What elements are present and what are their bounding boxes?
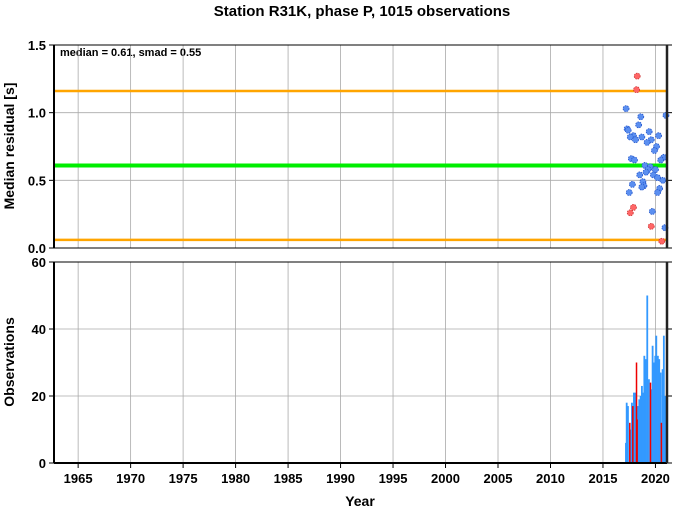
x-tick-label: 1975 bbox=[169, 471, 198, 486]
outlier-months-bar bbox=[632, 406, 634, 463]
observations-bar bbox=[641, 385, 643, 463]
observations-bar bbox=[652, 362, 655, 463]
inlier-point bbox=[645, 128, 653, 136]
chart-title: Station R31K, phase P, 1015 observations bbox=[214, 3, 511, 20]
x-tick-label: 2015 bbox=[589, 471, 618, 486]
outlier-point bbox=[633, 86, 640, 94]
outlier-months-bar bbox=[636, 419, 638, 463]
x-tick-label: 2010 bbox=[536, 471, 565, 486]
observations-bar bbox=[642, 392, 645, 463]
x-tick-label: 1980 bbox=[221, 471, 250, 486]
observations-bar bbox=[634, 392, 637, 463]
bottom-y-axis-label: Observations bbox=[1, 317, 17, 407]
outlier-point bbox=[647, 222, 655, 230]
observations-bar bbox=[644, 359, 647, 463]
inlier-point bbox=[655, 132, 663, 140]
observations-bar bbox=[629, 429, 632, 463]
top-y-axis-label: Median residual [s] bbox=[1, 83, 17, 210]
observations-bar bbox=[633, 392, 635, 463]
outlier-point bbox=[630, 203, 637, 211]
inlier-point bbox=[624, 126, 632, 134]
observations-bar bbox=[625, 402, 628, 463]
inlier-point bbox=[642, 168, 650, 176]
inlier-point bbox=[631, 156, 638, 164]
outlier-months-bar bbox=[649, 382, 652, 463]
y-tick-label: 1.0 bbox=[28, 106, 46, 121]
outlier-months-bar bbox=[629, 422, 631, 463]
inlier-point bbox=[637, 113, 645, 121]
inlier-point bbox=[659, 176, 667, 184]
observations-bar bbox=[639, 396, 642, 463]
inlier-point bbox=[625, 189, 633, 196]
observations-bar bbox=[655, 335, 658, 463]
inlier-point bbox=[654, 174, 661, 182]
x-tick-label: 2005 bbox=[484, 471, 513, 486]
inlier-point bbox=[652, 166, 659, 173]
observations-bar bbox=[654, 355, 657, 463]
outlier-point bbox=[626, 209, 634, 217]
observations-bar bbox=[648, 379, 650, 463]
x-axis-label: Year bbox=[345, 493, 375, 509]
inlier-point bbox=[654, 189, 661, 196]
y-tick-label: 0 bbox=[39, 456, 46, 471]
inlier-point bbox=[657, 156, 665, 164]
observations-bar bbox=[659, 372, 662, 463]
y-tick-label: 20 bbox=[32, 389, 46, 404]
y-tick-label: 1.5 bbox=[28, 38, 46, 53]
observations-bar bbox=[650, 389, 653, 463]
inlier-point bbox=[622, 105, 630, 113]
observations-bar bbox=[627, 406, 629, 463]
x-tick-label: 2020 bbox=[641, 471, 670, 486]
outlier-point bbox=[658, 237, 666, 245]
observations-bar bbox=[651, 345, 654, 463]
inlier-point bbox=[638, 183, 646, 191]
observations-bar bbox=[661, 369, 664, 463]
observations-bar bbox=[638, 399, 641, 463]
observations-bar bbox=[646, 295, 649, 463]
inlier-point bbox=[638, 133, 646, 141]
y-tick-label: 60 bbox=[32, 255, 46, 270]
x-tick-label: 1995 bbox=[379, 471, 408, 486]
x-tick-label: 1970 bbox=[116, 471, 145, 486]
observations-bar bbox=[637, 406, 639, 463]
inlier-point bbox=[632, 136, 639, 144]
y-tick-label: 40 bbox=[32, 322, 46, 337]
x-tick-label: 1965 bbox=[64, 471, 93, 486]
observations-bar bbox=[631, 402, 633, 463]
outlier-months-bar bbox=[660, 422, 663, 463]
observations-bar bbox=[662, 335, 665, 463]
inlier-point bbox=[643, 139, 651, 146]
y-tick-label: 0.5 bbox=[28, 173, 46, 188]
inlier-point bbox=[626, 133, 634, 141]
observations-bar bbox=[656, 355, 659, 463]
outlier-months-bar bbox=[635, 362, 638, 463]
observations-bar bbox=[658, 359, 661, 463]
y-tick-label: 0.0 bbox=[28, 241, 46, 256]
outlier-point bbox=[633, 72, 641, 80]
inlier-point bbox=[651, 147, 658, 154]
inlier-point bbox=[648, 208, 656, 215]
x-tick-label: 2000 bbox=[431, 471, 460, 486]
inlier-point bbox=[636, 171, 644, 179]
observations-bar bbox=[664, 396, 667, 463]
inlier-point bbox=[628, 180, 636, 188]
x-tick-label: 1990 bbox=[326, 471, 355, 486]
observations-bar bbox=[643, 355, 646, 463]
inlier-point bbox=[635, 121, 643, 129]
x-tick-label: 1985 bbox=[274, 471, 303, 486]
